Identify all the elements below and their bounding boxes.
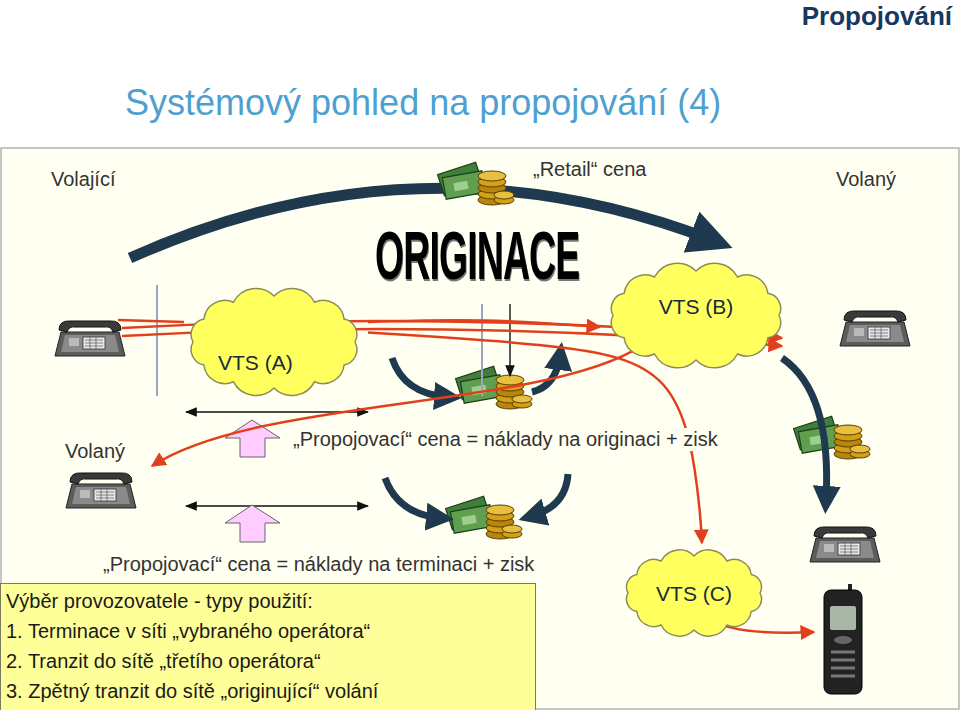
phone-icon <box>66 473 136 508</box>
pointer-arrow <box>509 304 511 376</box>
price-formula: „Propojovací“ cena = náklady na terminac… <box>100 553 537 576</box>
money-icon <box>438 162 514 205</box>
phone-icon <box>810 527 880 562</box>
money-icon <box>446 496 522 539</box>
cloud-outline <box>180 283 368 401</box>
cloud-fill <box>191 289 357 396</box>
note-item: 1. Terminace v síti „vybraného operátora… <box>6 616 370 646</box>
money-icon <box>794 416 870 459</box>
network-name: VTS (C) <box>656 581 732 606</box>
money-icon <box>456 366 532 409</box>
section-label: Propojování <box>802 2 952 32</box>
price-formula: „Propojovací“ cena = náklady na originac… <box>290 428 721 451</box>
network-cloud: VTS (C) <box>615 543 773 643</box>
note-item: 3. Zpětný tranzit do sítě „originující“ … <box>6 676 378 706</box>
mobile-phone <box>824 584 862 694</box>
originace-banner: ORIGINACE <box>375 222 579 290</box>
cloud-fill <box>626 550 761 636</box>
price-label: „Retail“ cena <box>530 158 649 181</box>
party-label: Volaný <box>833 168 899 191</box>
network-name: VTS (B) <box>659 294 734 319</box>
note-box: Výběr provozovatele - typy použití:1. Te… <box>0 583 536 710</box>
network-cloud: VTS (A) <box>180 283 368 401</box>
note-item: 2. Tranzit do sítě „třetího operátora“ <box>6 646 321 676</box>
phone-icon <box>840 311 910 346</box>
pink-arrow <box>225 505 280 542</box>
boundary-line <box>156 285 158 396</box>
node-content: Výběr provozovatele - typy použití:1. Te… <box>0 583 536 710</box>
call-route <box>368 320 600 327</box>
network-cloud: VTS (B) <box>600 258 792 373</box>
range-arrow <box>186 505 368 507</box>
network-name: VTS (A) <box>218 350 293 375</box>
boundary-line <box>481 304 483 396</box>
node-content: VTS (B) <box>600 258 792 373</box>
party-label: Volaný <box>62 440 128 463</box>
cloud-fill <box>611 263 780 368</box>
note-heading: Výběr provozovatele - typy použití: <box>6 586 313 616</box>
party-label: Volající <box>48 168 118 191</box>
box-fill <box>1 584 536 710</box>
node-content: VTS (C) <box>615 543 773 643</box>
node-content: VTS (A) <box>180 283 368 401</box>
slide-title: Systémový pohled na propojování (4) <box>125 82 721 123</box>
phone-icon <box>55 321 125 356</box>
